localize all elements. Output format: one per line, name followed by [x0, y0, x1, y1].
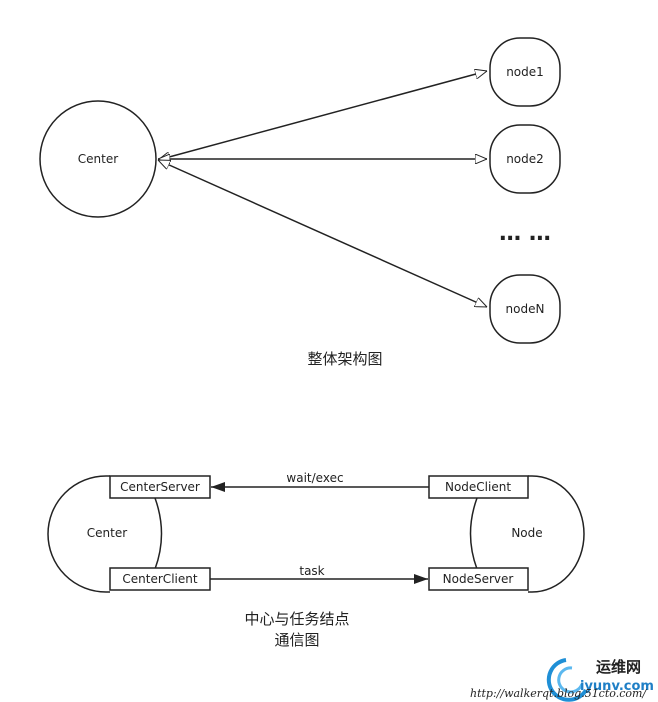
center-block-label: Center — [87, 526, 127, 540]
nodeN-shape — [489, 274, 561, 344]
bottom-caption-line1: 中心与任务结点 — [244, 610, 349, 628]
node-server-label: NodeServer — [443, 572, 514, 586]
watermark-site: iyunv.com — [580, 679, 654, 694]
node-block-label: Node — [511, 526, 542, 540]
more-nodes-ellipsis: … … — [499, 221, 551, 246]
node-block-shape — [528, 475, 585, 593]
bottom-caption-line2: 通信图 — [274, 631, 319, 649]
center-block-shape — [47, 475, 110, 593]
node-block-inner-curve — [469, 497, 478, 570]
task-label: task — [299, 564, 324, 578]
top-architecture: Center node1 node2 … … nodeN 整体架构图 — [39, 37, 561, 368]
watermark: 运维网 iyunv.com http://walkerqt.blog.51cto… — [470, 658, 654, 702]
center-client-label: CenterClient — [122, 572, 197, 586]
nodeN-label: nodeN — [506, 302, 545, 316]
center-block-inner-curve — [154, 497, 163, 570]
node2-shape — [489, 124, 561, 194]
watermark-brand: 运维网 — [596, 658, 641, 676]
top-caption: 整体架构图 — [307, 350, 382, 368]
bottom-communication: Center CenterServer CenterClient Node No… — [47, 471, 585, 649]
node1-shape — [489, 37, 561, 107]
arrow-center-node1 — [158, 71, 487, 160]
center-server-box — [109, 475, 211, 499]
node2-label: node2 — [506, 152, 544, 166]
watermark-logo-icon — [546, 658, 588, 702]
arrow-center-nodeN — [158, 159, 487, 308]
wait-exec-label: wait/exec — [286, 471, 343, 485]
center-node-circle — [39, 100, 157, 218]
center-server-label: CenterServer — [120, 480, 200, 494]
center-node-label: Center — [78, 152, 118, 166]
node-server-box — [428, 567, 529, 591]
node-client-label: NodeClient — [445, 480, 511, 494]
node1-label: node1 — [506, 65, 544, 79]
watermark-url: http://walkerqt.blog.51cto.com/ — [470, 687, 647, 700]
